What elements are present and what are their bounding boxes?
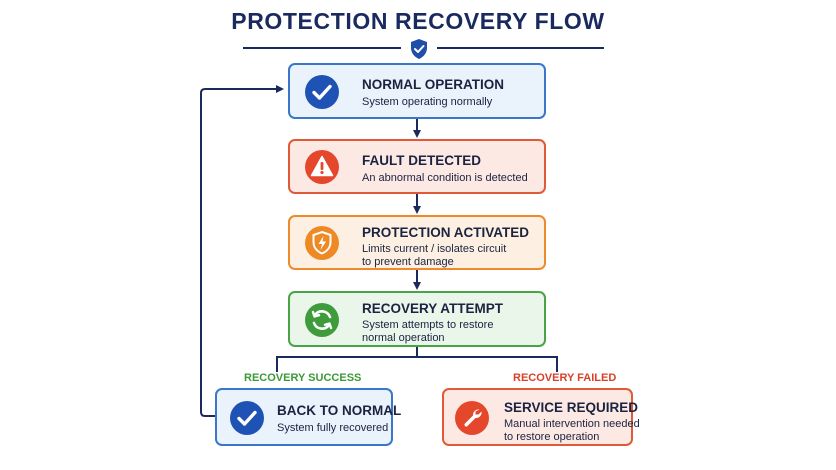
outcome-back-to-normal: BACK TO NORMAL System fully recovered bbox=[215, 388, 401, 446]
refresh-icon bbox=[305, 303, 339, 337]
outcome-description-line1: Manual intervention needed bbox=[504, 418, 640, 430]
branch-label-success: RECOVERY SUCCESS bbox=[244, 372, 362, 384]
step-title: FAULT DETECTED bbox=[362, 153, 481, 168]
warning-icon bbox=[305, 150, 339, 184]
shield-check-icon bbox=[411, 39, 427, 59]
step-description-line2: to prevent damage bbox=[362, 256, 454, 268]
step-fault-detected: FAULT DETECTED An abnormal condition is … bbox=[288, 139, 546, 194]
step-description: System operating normally bbox=[362, 96, 493, 108]
outcome-title: BACK TO NORMAL bbox=[277, 403, 402, 418]
title-divider-right bbox=[437, 47, 604, 49]
step-description-line1: Limits current / isolates circuit bbox=[362, 243, 507, 255]
page-title: PROTECTION RECOVERY FLOW bbox=[231, 8, 605, 34]
step-recovery-attempt: RECOVERY ATTEMPT System attempts to rest… bbox=[288, 291, 546, 347]
step-protection-activated: PROTECTION ACTIVATED Limits current / is… bbox=[288, 215, 546, 270]
step-title: NORMAL OPERATION bbox=[362, 77, 505, 92]
step-description: An abnormal condition is detected bbox=[362, 172, 528, 184]
title-divider-left bbox=[243, 47, 401, 49]
step-title: PROTECTION ACTIVATED bbox=[362, 225, 529, 240]
branch-split-line bbox=[276, 347, 558, 372]
outcome-description-line2: to restore operation bbox=[504, 431, 600, 443]
step-description-line2: normal operation bbox=[362, 332, 445, 344]
wrench-icon bbox=[455, 401, 489, 435]
check-icon bbox=[230, 401, 264, 435]
check-icon bbox=[305, 75, 339, 109]
branch-label-failed: RECOVERY FAILED bbox=[513, 372, 617, 384]
loop-back-arrow bbox=[200, 85, 284, 417]
shield-bolt-icon bbox=[305, 226, 339, 260]
outcome-service-required: SERVICE REQUIRED Manual intervention nee… bbox=[442, 388, 640, 446]
outcome-title: SERVICE REQUIRED bbox=[504, 400, 639, 415]
outcome-description: System fully recovered bbox=[277, 422, 389, 434]
step-title: RECOVERY ATTEMPT bbox=[362, 301, 504, 316]
step-normal-operation: NORMAL OPERATION System operating normal… bbox=[288, 63, 546, 119]
step-description-line1: System attempts to restore bbox=[362, 319, 494, 331]
